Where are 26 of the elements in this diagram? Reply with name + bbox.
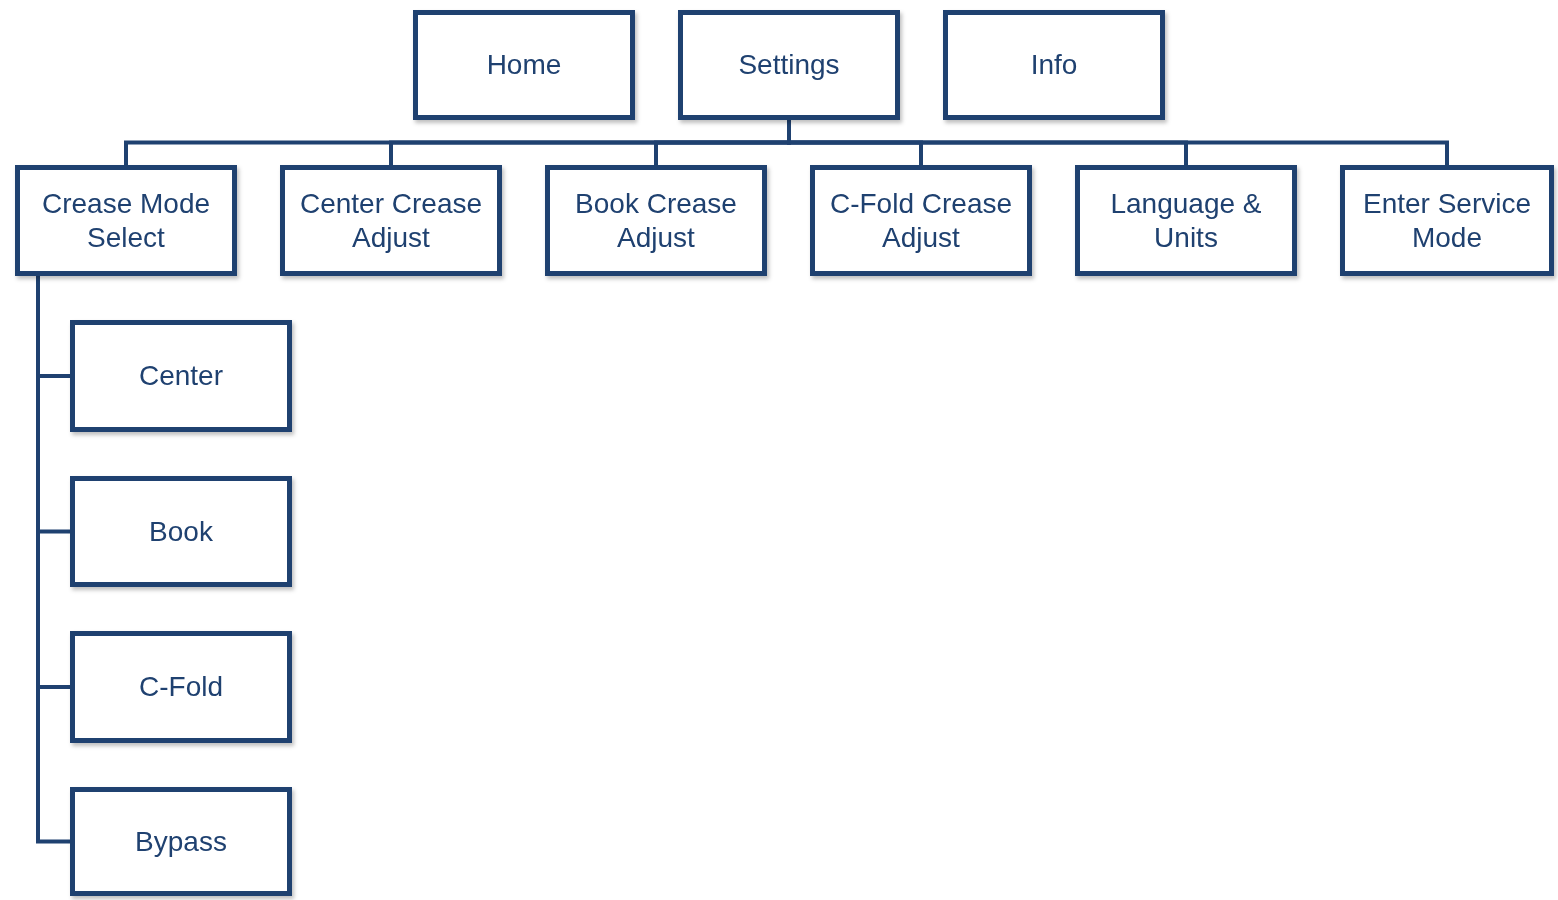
box-label: Language & Units	[1109, 186, 1263, 255]
box-label: Center Crease Adjust	[298, 186, 484, 255]
box-label: Center	[138, 359, 223, 393]
box-label: Crease Mode Select	[40, 186, 212, 255]
menu-box	[943, 10, 1165, 120]
menu-box	[1075, 165, 1297, 276]
menu-box	[70, 631, 292, 743]
menu-box	[810, 165, 1032, 276]
menu-box	[1340, 165, 1554, 276]
box-label: Home	[486, 48, 562, 82]
menu-box	[545, 165, 767, 276]
box-label: Enter Service Mode	[1361, 186, 1533, 255]
box-label: Book Crease Adjust	[574, 186, 738, 255]
box-label: Book	[149, 514, 213, 549]
menu-box	[15, 165, 237, 276]
menu-box	[70, 476, 292, 587]
menu-box	[413, 10, 635, 120]
menu-box	[70, 787, 292, 896]
box-label: C-Fold Crease Adjust	[828, 186, 1014, 255]
box-label: Settings	[738, 48, 840, 82]
box-label: Info	[1030, 48, 1078, 82]
box-label: Bypass	[135, 824, 227, 859]
menu-box	[280, 165, 502, 276]
menu-box	[70, 320, 292, 432]
menu-box	[678, 10, 900, 120]
box-label: C-Fold	[139, 670, 223, 704]
